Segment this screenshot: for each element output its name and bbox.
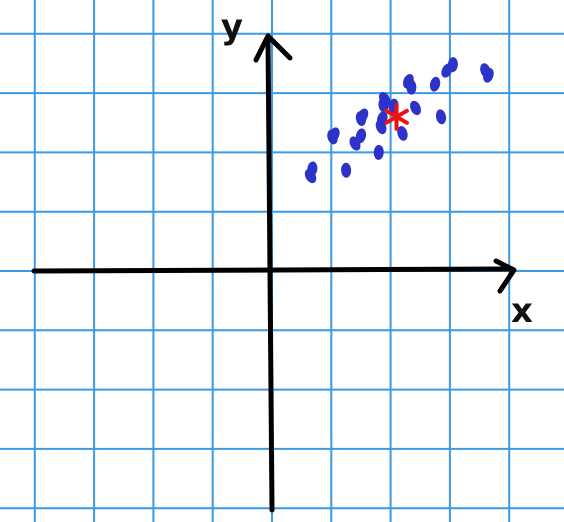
y-axis-label: y	[221, 7, 243, 47]
data-point	[357, 108, 369, 123]
data-point	[406, 79, 417, 95]
data-point	[328, 127, 340, 142]
y-axis-line	[265, 33, 275, 513]
data-point	[429, 76, 441, 92]
x-axis-line	[31, 266, 515, 274]
x-axis-arrowhead	[493, 258, 517, 294]
data-point	[397, 126, 408, 141]
y-axis-arrowhead	[253, 33, 293, 63]
data-point	[378, 92, 391, 107]
data-point	[447, 57, 458, 73]
data-point	[435, 109, 447, 125]
data-point	[410, 100, 421, 116]
asterisk-stroke	[384, 108, 409, 125]
highlight-markers	[384, 102, 409, 131]
data-point	[373, 144, 384, 160]
data-point	[483, 68, 494, 83]
data-point	[341, 162, 352, 178]
data-point	[355, 128, 367, 144]
data-point	[307, 161, 318, 177]
x-axis-label: x	[511, 291, 533, 331]
highlight-asterisk-marker	[384, 102, 409, 131]
axes	[31, 33, 517, 513]
